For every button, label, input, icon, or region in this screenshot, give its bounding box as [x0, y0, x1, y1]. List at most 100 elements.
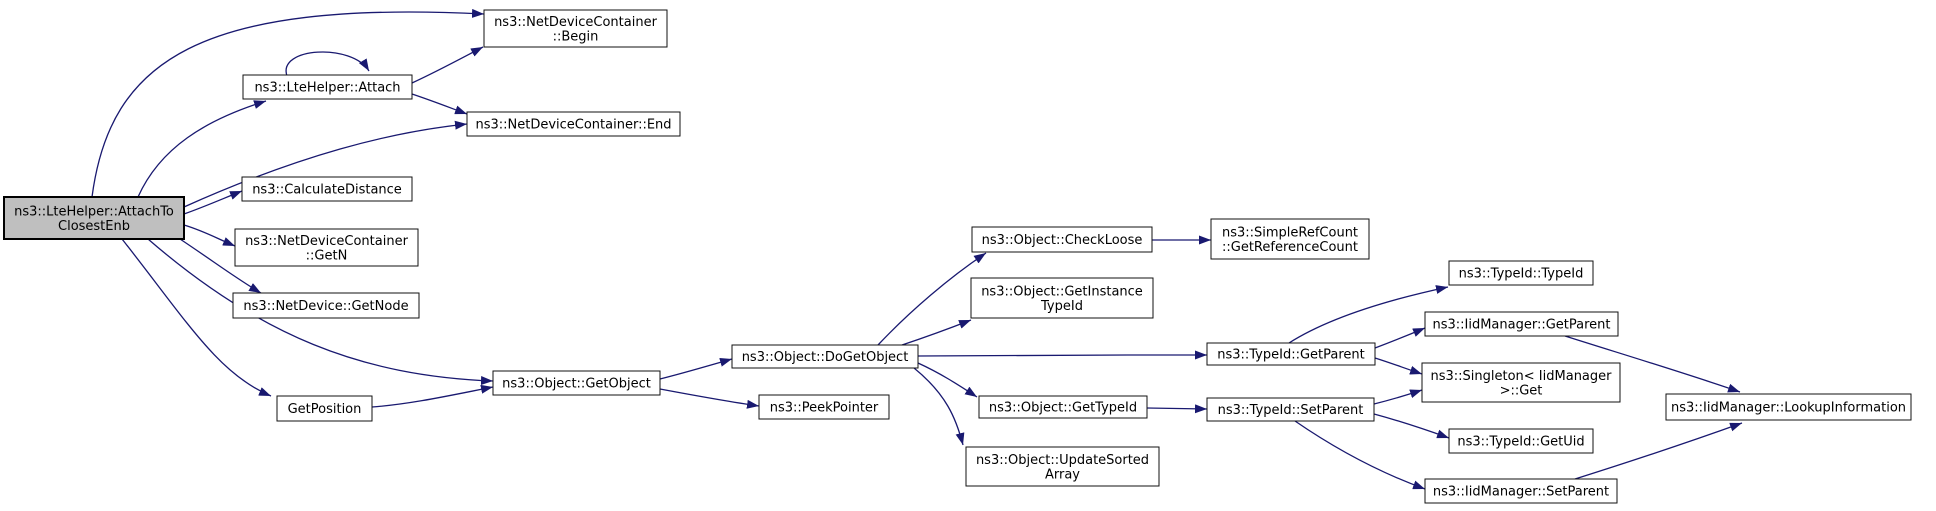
- node-box[interactable]: [965, 446, 1160, 487]
- node-calculate-distance[interactable]: ns3::CalculateDistance: [241, 176, 413, 202]
- edge-iidmanager-getparent--to--iidmanager-lookupinformation: [1564, 335, 1741, 393]
- node-iidmanager-setparent[interactable]: ns3::IidManager::SetParent: [1424, 478, 1618, 504]
- node-net-device-container-getn[interactable]: ns3::NetDeviceContainer::GetN: [234, 228, 419, 267]
- node-label: ns3::TypeId::GetUid: [1457, 435, 1584, 450]
- node-box[interactable]: [1421, 362, 1621, 403]
- node-box[interactable]: [1424, 478, 1618, 504]
- node-iidmanager-getparent[interactable]: ns3::IidManager::GetParent: [1424, 311, 1619, 337]
- edge-typeid-getparent--to--typeid-typeid: [1288, 285, 1449, 344]
- node-typeid-setparent[interactable]: ns3::TypeId::SetParent: [1206, 397, 1375, 422]
- edge-object-dogetobject--to--typeid-getparent: [917, 350, 1208, 360]
- node-label: ns3::NetDeviceContainer::GetN: [245, 234, 409, 264]
- edge-typeid-setparent--to--singleton-iidmanager-get: [1373, 389, 1423, 405]
- node-box[interactable]: [466, 111, 681, 137]
- edge-typeid-getparent--to--iidmanager-getparent: [1374, 327, 1426, 349]
- node-object-getobject[interactable]: ns3::Object::GetObject: [492, 370, 661, 396]
- node-label: ns3::TypeId::SetParent: [1218, 403, 1364, 418]
- node-box[interactable]: [1448, 260, 1594, 286]
- node-box[interactable]: [970, 277, 1154, 319]
- node-box[interactable]: [242, 74, 413, 100]
- node-label: ns3::NetDeviceContainer::Begin: [494, 15, 658, 45]
- node-peek-pointer[interactable]: ns3::PeekPointer: [758, 394, 890, 420]
- node-box[interactable]: [232, 292, 420, 319]
- node-box[interactable]: [483, 9, 668, 48]
- node-label: ns3::SimpleRefCount::GetReferenceCount: [1222, 225, 1358, 255]
- node-box[interactable]: [1665, 393, 1912, 421]
- node-label: ns3::Object::GetObject: [502, 377, 651, 392]
- edge-attach-to-closest-enb--to--lte-helper-attach: [137, 100, 267, 198]
- edge-typeid-getparent--to--singleton-iidmanager-get: [1374, 357, 1423, 375]
- node-box[interactable]: [978, 395, 1148, 419]
- node-box[interactable]: [758, 394, 890, 420]
- node-box[interactable]: [276, 395, 373, 422]
- edge-get-position--to--object-getobject: [371, 384, 494, 408]
- node-label: ns3::TypeId::TypeId: [1459, 267, 1584, 282]
- node-box[interactable]: [1424, 311, 1619, 337]
- node-net-device-container-begin[interactable]: ns3::NetDeviceContainer::Begin: [483, 9, 668, 48]
- node-typeid-getuid[interactable]: ns3::TypeId::GetUid: [1448, 428, 1594, 454]
- node-label: ns3::IidManager::GetParent: [1432, 318, 1610, 333]
- edge-lte-helper-attach--to--lte-helper-attach: [285, 51, 370, 77]
- edge-attach-to-closest-enb--to--net-device-container-getn: [183, 224, 236, 247]
- node-iidmanager-lookupinformation[interactable]: ns3::IidManager::LookupInformation: [1665, 393, 1912, 421]
- node-typeid-getparent[interactable]: ns3::TypeId::GetParent: [1206, 342, 1376, 366]
- node-label: ns3::TypeId::GetParent: [1217, 348, 1365, 363]
- node-label: ns3::NetDeviceContainer::End: [475, 118, 671, 133]
- node-label: ns3::IidManager::LookupInformation: [1671, 401, 1906, 416]
- edge-attach-to-closest-enb--to--net-device-container-end: [183, 120, 468, 208]
- edge-typeid-setparent--to--iidmanager-setparent: [1294, 420, 1426, 490]
- node-label: ns3::Object::DoGetObject: [742, 350, 909, 365]
- node-box[interactable]: [492, 370, 661, 396]
- node-label: ns3::CalculateDistance: [252, 183, 402, 198]
- edge-object-dogetobject--to--object-gettypeid: [917, 362, 978, 398]
- node-singleton-iidmanager-get[interactable]: ns3::Singleton< IidManager>::Get: [1421, 362, 1621, 403]
- node-typeid-typeid[interactable]: ns3::TypeId::TypeId: [1448, 260, 1594, 286]
- node-box[interactable]: [1210, 218, 1370, 260]
- node-object-dogetobject[interactable]: ns3::Object::DoGetObject: [731, 344, 919, 369]
- node-label: ns3::NetDevice::GetNode: [243, 299, 408, 314]
- node-lte-helper-attach[interactable]: ns3::LteHelper::Attach: [242, 74, 413, 100]
- node-box[interactable]: [731, 344, 919, 369]
- edge-attach-to-closest-enb--to--get-position: [121, 238, 272, 397]
- node-box[interactable]: [1448, 428, 1594, 454]
- node-get-position[interactable]: GetPosition: [276, 395, 373, 422]
- edge-object-getobject--to--peek-pointer: [659, 388, 760, 409]
- edge-typeid-setparent--to--typeid-getuid: [1373, 413, 1450, 439]
- edge-iidmanager-setparent--to--iidmanager-lookupinformation: [1574, 422, 1743, 480]
- node-box[interactable]: [234, 228, 419, 267]
- edge-attach-to-closest-enb--to--calculate-distance: [183, 190, 243, 215]
- node-object-gettypeid[interactable]: ns3::Object::GetTypeId: [978, 395, 1148, 419]
- node-box[interactable]: [1206, 342, 1376, 366]
- node-label: ns3::Object::CheckLoose: [982, 233, 1143, 248]
- node-object-checkloose[interactable]: ns3::Object::CheckLoose: [971, 226, 1153, 253]
- node-label: ns3::LteHelper::Attach: [254, 81, 400, 96]
- edge-attach-to-closest-enb--to--object-getobject: [147, 238, 494, 386]
- edge-lte-helper-attach--to--net-device-container-begin: [411, 46, 484, 84]
- edge-lte-helper-attach--to--net-device-container-end: [411, 93, 468, 115]
- edge-object-gettypeid--to--typeid-setparent: [1146, 404, 1208, 414]
- node-label: ns3::Object::GetTypeId: [989, 401, 1137, 416]
- node-label: ns3::Singleton< IidManager>::Get: [1430, 369, 1612, 399]
- edge-object-dogetobject--to--object-checkloose: [877, 252, 987, 346]
- edge-object-dogetobject--to--object-getinstancetypeid: [901, 319, 972, 346]
- node-box[interactable]: [971, 226, 1153, 253]
- edge-attach-to-closest-enb--to--net-device-container-begin: [91, 8, 485, 198]
- edge-object-getobject--to--object-dogetobject: [659, 357, 733, 380]
- node-net-device-getnode[interactable]: ns3::NetDevice::GetNode: [232, 292, 420, 319]
- node-box[interactable]: [241, 176, 413, 202]
- node-net-device-container-end[interactable]: ns3::NetDeviceContainer::End: [466, 111, 681, 137]
- edge-attach-to-closest-enb--to--net-device-getnode: [179, 238, 262, 294]
- node-label: GetPosition: [288, 402, 362, 417]
- current-node-box: [3, 196, 185, 240]
- node-label: ns3::PeekPointer: [770, 401, 879, 416]
- node-simplerefcount-getreferencecount[interactable]: ns3::SimpleRefCount::GetReferenceCount: [1210, 218, 1370, 260]
- node-box[interactable]: [1206, 397, 1375, 422]
